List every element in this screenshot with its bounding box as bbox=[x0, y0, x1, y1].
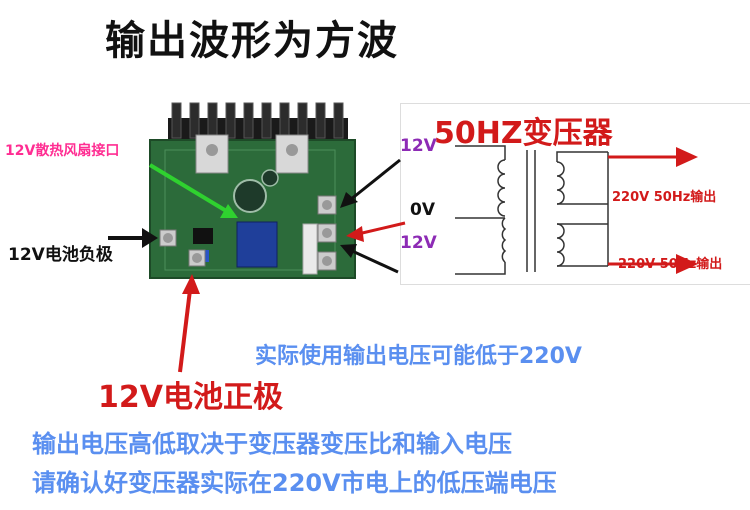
capacitor bbox=[233, 179, 267, 213]
terminal-block-output bbox=[317, 195, 337, 271]
transformer-symbol bbox=[455, 145, 609, 275]
fan-arrow bbox=[148, 163, 238, 218]
output-top-label: 220V 50Hz输出 bbox=[612, 190, 717, 205]
input-mid-label: 0V bbox=[410, 200, 435, 220]
battery-positive-arrow bbox=[178, 274, 200, 373]
input-bottom-label: 12V bbox=[400, 233, 437, 253]
fan-connector-label: 12V散热风扇接口 bbox=[5, 143, 120, 159]
input-top-label: 12V bbox=[400, 136, 437, 156]
output-arrows bbox=[608, 147, 698, 274]
battery-negative-arrow bbox=[108, 228, 158, 248]
battery-negative-label: 12V电池负极 bbox=[8, 245, 113, 265]
note-output-lower: 实际使用输出电压可能低于220V bbox=[255, 344, 582, 369]
note-confirm: 请确认好变压器实际在220V市电上的低压端电压 bbox=[32, 469, 557, 497]
note-ratio: 输出电压高低取决于变压器变压比和输入电压 bbox=[32, 430, 512, 458]
output-bottom-label: 220V 50Hz输出 bbox=[618, 257, 723, 272]
page-title: 输出波形为方波 bbox=[105, 18, 399, 64]
relay bbox=[236, 221, 278, 268]
battery-positive-label: 12V电池正极 bbox=[98, 380, 283, 415]
transformer-title: 50HZ变压器 bbox=[434, 116, 613, 151]
connection-arrows bbox=[340, 158, 406, 274]
transformer-panel bbox=[400, 103, 750, 285]
pcb-board bbox=[149, 102, 356, 279]
